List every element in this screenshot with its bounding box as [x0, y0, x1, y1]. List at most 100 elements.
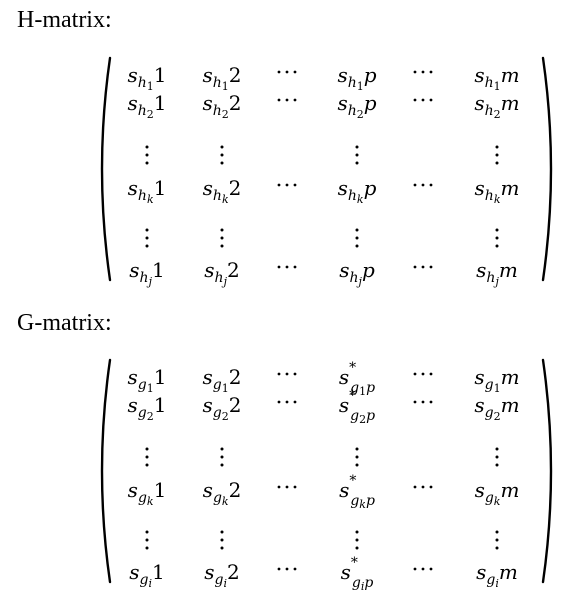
g-matrix-entry: sg12: [203, 365, 242, 395]
entry-subscript-index: 2: [229, 478, 242, 502]
entry-sub-subscript: 2: [222, 410, 229, 423]
entry-subscript-index: 1: [154, 478, 167, 502]
entry-subscript: h: [485, 188, 494, 204]
entry-base: s: [128, 176, 138, 200]
g-matrix-vdots: [220, 447, 224, 467]
entry-base: s: [202, 91, 212, 115]
h-matrix-entry: shk1: [128, 176, 167, 206]
entry-subscript-index: m: [499, 560, 518, 584]
h-matrix-hdots: [413, 70, 433, 74]
entry-base: s: [129, 258, 139, 282]
h-matrix-entry: sh2m: [474, 91, 519, 121]
g-matrix-vdots: [495, 447, 499, 467]
entry-subscript-index: m: [501, 91, 520, 115]
entry-subscript-index: 1: [154, 63, 167, 87]
entry-subscript-index: p: [362, 258, 375, 282]
g-matrix-title: G-matrix:: [17, 310, 112, 336]
entry-subscript: h: [213, 103, 222, 119]
entry-superscript: *: [351, 555, 358, 571]
entry-subscript-index: 2: [229, 63, 242, 87]
entry-subscript-index: m: [501, 63, 520, 87]
entry-subscript: h: [140, 270, 149, 286]
entry-base: s: [339, 478, 349, 502]
entry-subscript: h: [348, 188, 357, 204]
entry-base: s: [475, 176, 485, 200]
g-matrix-entry: s*g1p: [339, 360, 375, 398]
entry-base: s: [128, 393, 138, 417]
entry-subscript: g: [213, 405, 222, 421]
entry-subscript: g: [138, 490, 147, 506]
entry-superscript: *: [349, 388, 356, 404]
entry-subscript-index: 1: [154, 176, 167, 200]
h-matrix-hdots: [413, 183, 433, 187]
h-matrix-vdots: [145, 228, 149, 248]
g-matrix-hdots: [277, 567, 297, 571]
g-matrix-vdots: [355, 447, 359, 467]
h-matrix-entry: sh1m: [474, 63, 519, 93]
entry-sub-subscript: 2: [222, 108, 229, 121]
h-matrix-entry: shjm: [476, 258, 518, 288]
entry-sub-subscript: 2: [359, 413, 366, 426]
entry-subscript: h: [348, 103, 357, 119]
entry-sub-subscript: 1: [222, 80, 229, 93]
entry-subscript-index: p: [364, 91, 377, 115]
entry-base: s: [337, 63, 347, 87]
h-matrix-hdots: [277, 70, 297, 74]
entry-subscript-index: 1: [154, 365, 167, 389]
h-matrix-vdots: [355, 228, 359, 248]
entry-subscript: g: [350, 380, 359, 396]
g-matrix-entry: sgi2: [204, 560, 240, 590]
entry-subscript: h: [138, 75, 147, 91]
entry-sub-subscript: k: [359, 498, 366, 511]
entry-subscript-index: 2: [229, 393, 242, 417]
entry-subscript: h: [348, 75, 357, 91]
entry-base: s: [338, 176, 348, 200]
entry-subscript: h: [485, 103, 494, 119]
entry-subscript-index: p: [364, 63, 377, 87]
g-matrix-entry: sgim: [476, 560, 518, 590]
entry-base: s: [474, 393, 484, 417]
entry-sub-subscript: 1: [359, 385, 366, 398]
entry-base: s: [127, 63, 137, 87]
g-matrix-entry: sg11: [128, 365, 167, 395]
entry-sub-subscript: j: [356, 275, 363, 288]
entry-sub-subscript: k: [357, 193, 364, 206]
entry-sub-subscript: i: [495, 577, 499, 590]
entry-sub-subscript: 1: [494, 382, 501, 395]
h-matrix-entry: sh1p: [337, 63, 376, 93]
entry-subscript-index: m: [501, 365, 520, 389]
entry-subscript: g: [350, 493, 359, 509]
h-matrix-vdots: [220, 145, 224, 165]
h-matrix-entry: sh2p: [337, 91, 376, 121]
entry-superscript: *: [349, 473, 356, 489]
g-matrix-hdots: [413, 485, 433, 489]
entry-subscript-index: p: [364, 176, 377, 200]
entry-subscript-index: 2: [227, 560, 240, 584]
h-matrix-vdots: [495, 228, 499, 248]
g-matrix-entry: sgkm: [475, 478, 520, 508]
entry-base: s: [475, 478, 485, 502]
entry-subscript: g: [138, 405, 147, 421]
h-matrix-hdots: [277, 265, 297, 269]
entry-base: s: [129, 560, 139, 584]
entry-sub-subscript: k: [222, 193, 229, 206]
entry-sub-subscript: 2: [357, 108, 364, 121]
entry-subscript: g: [485, 405, 494, 421]
entry-subscript: g: [213, 490, 222, 506]
entry-sub-subscript: k: [494, 193, 501, 206]
h-matrix-entry: sh11: [127, 63, 166, 93]
entry-sub-subscript: i: [361, 580, 365, 593]
h-matrix-vdots: [145, 145, 149, 165]
entry-subscript: g: [350, 408, 359, 424]
g-matrix-vdots: [495, 530, 499, 550]
h-matrix-entry: sh21: [127, 91, 166, 121]
h-matrix-hdots: [413, 265, 433, 269]
entry-subscript: g: [138, 377, 147, 393]
entry-subscript: g: [485, 377, 494, 393]
entry-subscript-index: 2: [229, 91, 242, 115]
g-matrix-vdots: [220, 530, 224, 550]
entry-base: s: [203, 478, 213, 502]
entry-subscript-index: p: [364, 575, 373, 591]
g-matrix-entry: s*gkp: [339, 473, 375, 511]
h-matrix-hdots: [413, 98, 433, 102]
